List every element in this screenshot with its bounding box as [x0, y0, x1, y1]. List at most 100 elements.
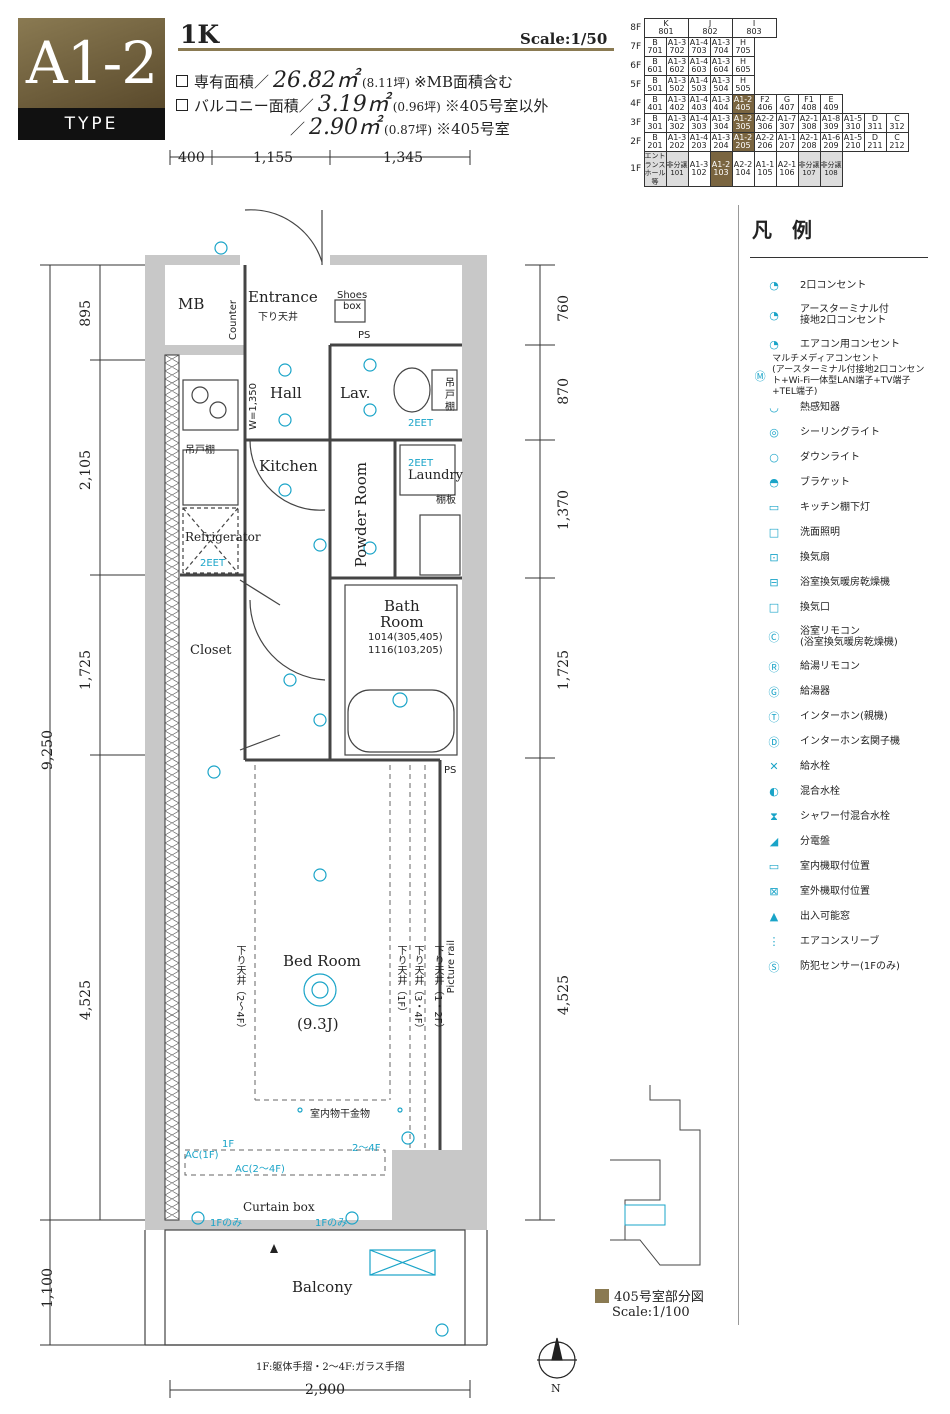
ac-outlet-icon: ◔	[769, 338, 779, 351]
room-entrance: Entrance	[248, 288, 318, 306]
exit-window-icon: ▲	[769, 910, 779, 923]
area-balcony-2: ／ 2.90㎡ (0.87坪) ※405号室	[290, 109, 510, 141]
legend-item: ▭キッチン棚下灯	[748, 495, 928, 520]
area-tsubo: (0.96坪)	[392, 100, 441, 114]
legend-text: インターホン(親機)	[800, 711, 888, 722]
legend-text: 防犯センサー(1Fのみ)	[800, 961, 900, 972]
legend-text: 換気扇	[800, 552, 830, 563]
unit-cell: A1-2 103	[709, 151, 733, 187]
dim-right-5: 4,525	[556, 975, 572, 1016]
water-heater-remote-icon: Ⓡ	[768, 660, 780, 674]
area-label: バルコニー面積／	[194, 97, 314, 115]
legend-item: □洗面照明	[748, 520, 928, 545]
type-code: A1-2	[18, 18, 165, 108]
legend-text: キッチン棚下灯	[800, 502, 870, 513]
unit-cell: A1-2 205	[731, 132, 755, 152]
label-24f: 2〜4F	[352, 1143, 381, 1154]
unit-cell: C 212	[885, 132, 909, 152]
legend-rule	[750, 257, 928, 258]
dim-right-4: 1,725	[556, 650, 572, 691]
entrance-sub: 下り天井	[258, 312, 298, 323]
ac-1f: AC(1F)	[185, 1150, 219, 1161]
legend-item: ⊟浴室換気暖房乾燥機	[748, 570, 928, 595]
dim-left-3: 1,725	[78, 650, 94, 691]
legend-text: 出入可能窓	[800, 911, 850, 922]
legend-text: 分電盤	[800, 836, 830, 847]
legend-text: 熱感知器	[800, 402, 840, 413]
legend-text: シャワー付混合水栓	[800, 811, 890, 822]
legend-text: エアコン用コンセント	[800, 339, 900, 350]
legend: 凡 例 ◔2口コンセント◔アースターミナル付 接地2口コンセント◔エアコン用コン…	[738, 205, 928, 974]
dim-right-2: 870	[556, 378, 572, 405]
bracket-light-icon: ◓	[769, 476, 779, 489]
legend-item: ◡ 熱感知器	[748, 395, 928, 420]
heat-detector-icon: ◡	[769, 401, 779, 414]
legend-item: ⋮エアコンスリーブ	[748, 929, 928, 954]
water-heater-icon: Ⓖ	[768, 685, 780, 699]
area-value: 3.19㎡	[317, 92, 389, 117]
legend-item: ◔2口コンセント	[748, 273, 928, 298]
area-note: ※MB面積含む	[414, 73, 514, 91]
legend-text: ダウンライト	[800, 452, 860, 463]
picture-rail: Picture rail	[446, 940, 457, 994]
shower-tap-icon: ⧗	[770, 809, 778, 823]
partial-caption: 405号室部分図	[595, 1286, 704, 1305]
legend-text: エアコンスリーブ	[800, 936, 880, 947]
curtain-box: Curtain box	[243, 1200, 315, 1214]
legend-text: 2口コンセント	[800, 280, 867, 291]
ac-outlet-1: 2EET	[408, 418, 434, 429]
legend-item: ⧗ シャワー付混合水栓	[748, 804, 928, 829]
unit-cell: 非分譲 108	[819, 151, 843, 187]
label-1f: 1F	[222, 1139, 235, 1150]
legend-item: ◐混合水栓	[748, 779, 928, 804]
legend-item: ◢分電盤	[748, 829, 928, 854]
balcony-outline	[144, 1229, 488, 1346]
unit-cell: A1-4 403	[687, 94, 711, 114]
unit-cell: A1-2 305	[731, 113, 755, 133]
legend-text: 室外機取付位置	[800, 886, 870, 897]
legend-text: インターホン玄関子機	[800, 736, 900, 747]
legend-item: ◔ エアコン用コンセント	[748, 332, 928, 357]
type-label: TYPE	[18, 108, 165, 140]
header-rule	[178, 48, 614, 51]
fixtures	[182, 209, 461, 756]
legend-text: 給水栓	[800, 761, 830, 772]
unit-cell: H 705	[731, 37, 755, 57]
walls	[145, 255, 487, 1230]
partitions	[180, 265, 462, 1150]
room-hall: Hall	[270, 384, 302, 402]
legend-text: 混合水栓	[800, 786, 840, 797]
legend-item: ◓ブラケット	[748, 470, 928, 495]
bath-size-2: 1116(103,205)	[368, 645, 443, 656]
area-label: 専有面積／	[194, 73, 270, 91]
dim-top-1: 400	[178, 150, 205, 166]
checkbox-icon	[176, 75, 188, 87]
exit-window-icon	[270, 1244, 278, 1253]
legend-text: 浴室リモコン (浴室換気暖房乾燥機)	[800, 626, 898, 648]
dim-bottom: 2,900	[305, 1382, 346, 1398]
hanging-shelf-1: 吊 戸 棚	[445, 378, 455, 413]
water-tap-icon: ✕	[769, 760, 779, 773]
legend-text: 換気口	[800, 602, 830, 613]
ps-mid: PS	[444, 765, 457, 776]
room-laundry: Laundry	[408, 468, 464, 483]
earth-outlet-icon: ◔	[769, 308, 779, 322]
dim-left-2: 2,105	[78, 450, 94, 491]
unit-cell: A2-2 206	[753, 132, 777, 152]
floor-label: 8F	[630, 22, 642, 33]
dim-top-2: 1,155	[253, 150, 294, 166]
legend-item: ○ダウンライト	[748, 445, 928, 470]
floor-label: 2F	[630, 136, 642, 147]
room-lav: Lav.	[340, 384, 371, 402]
legend-divider	[738, 205, 739, 1325]
railing-note: 1F:躯体手摺・2〜4F:ガラス手摺	[256, 1362, 405, 1373]
outdoor-ac-icon: ⊠	[769, 885, 779, 898]
